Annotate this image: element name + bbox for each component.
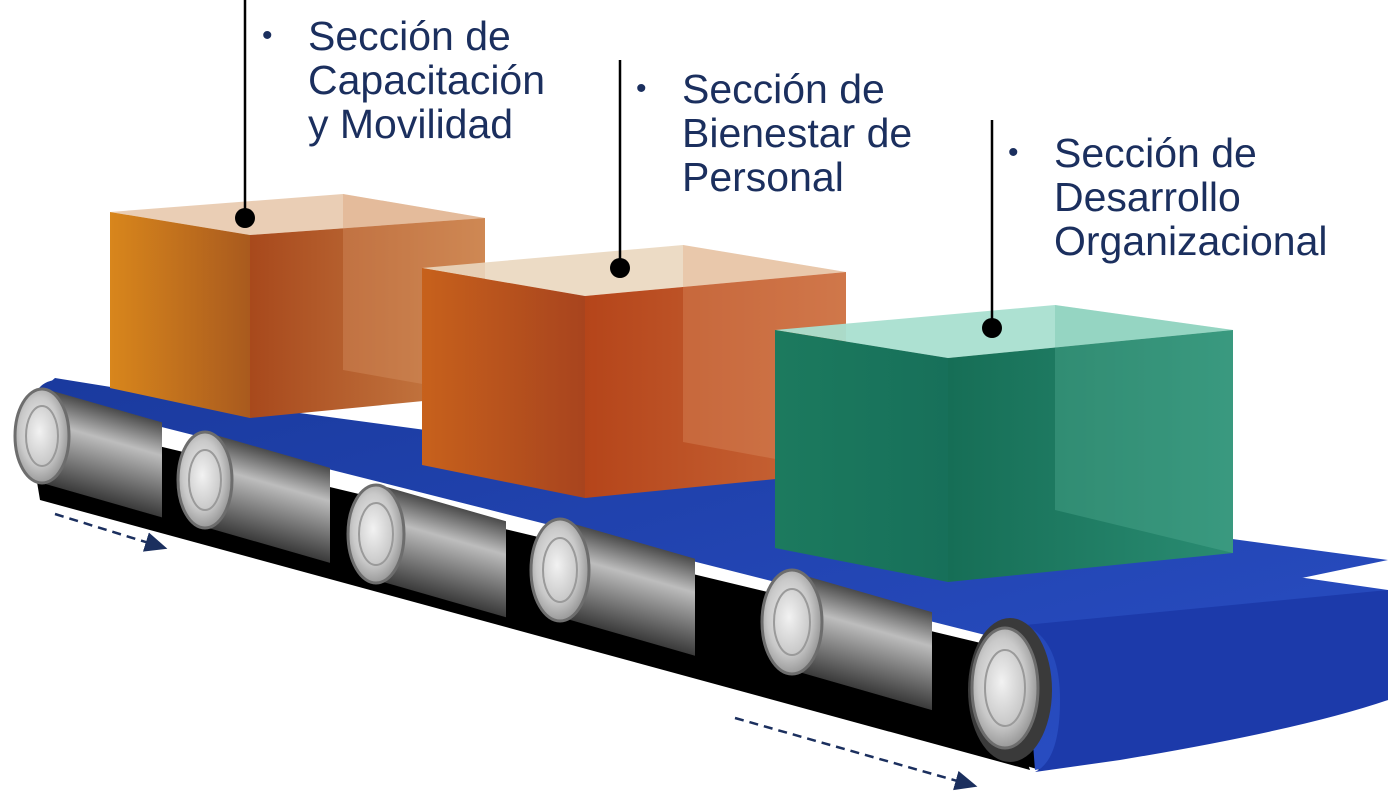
callout-dot-2 [610,258,630,278]
label-line: y Movilidad [308,101,514,147]
label-line: Capacitación [308,57,546,103]
label-line: Sección de [682,66,885,112]
callout-dot-1 [235,208,255,228]
label-line: Personal [682,154,844,200]
roller-2 [176,430,330,563]
section-label-capacitacion: • Sección de Capacitación y Movilidad [262,14,545,146]
bullet-icon: • [636,72,647,105]
bullet-icon: • [262,19,273,52]
roller-4 [529,517,695,656]
label-line: Organizacional [1054,218,1328,264]
label-line: Sección de [1054,130,1257,176]
label-line: Sección de [308,13,511,59]
roller-6 [968,618,1052,762]
label-line: Bienestar de [682,110,913,156]
section-label-desarrollo: • Sección de Desarrollo Organizacional [1008,131,1328,263]
label-line: Desarrollo [1054,174,1241,220]
belt-end-curve [1025,590,1388,772]
roller-5 [760,568,932,711]
bullet-icon: • [1008,136,1019,169]
roller-1 [13,387,162,518]
section-label-bienestar: • Sección de Bienestar de Personal [636,67,912,199]
callout-dot-3 [982,318,1002,338]
box-desarrollo [775,305,1233,582]
roller-3 [346,483,506,618]
motion-arrow-left [54,512,168,552]
motion-arrow-right [734,716,978,791]
